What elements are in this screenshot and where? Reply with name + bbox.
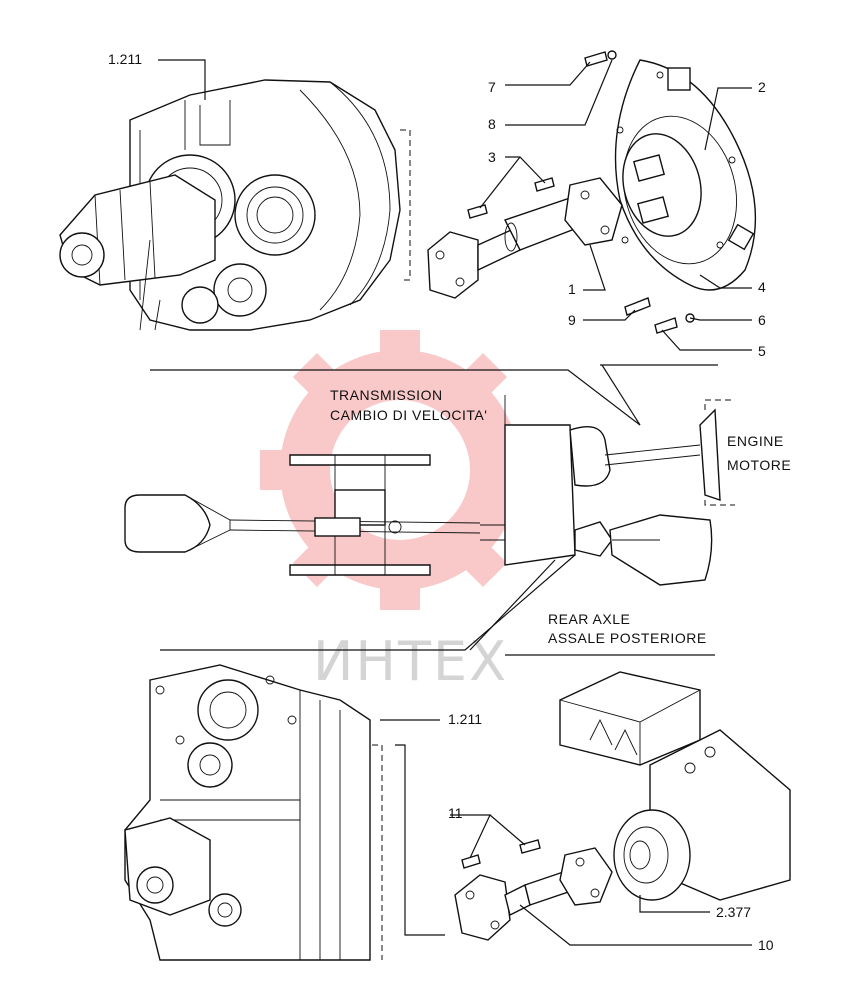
callout-11: 11 bbox=[448, 805, 463, 821]
callout-line-1211-top bbox=[158, 59, 206, 100]
callout-1: 1 bbox=[568, 281, 576, 297]
callout-2: 2 bbox=[758, 79, 766, 95]
callout-8: 8 bbox=[488, 116, 496, 132]
caption-engine-en: ENGINE bbox=[727, 433, 784, 449]
callout-7: 7 bbox=[488, 79, 496, 95]
callout-10: 10 bbox=[758, 937, 774, 953]
callout-1211-bottom: 1.211 bbox=[448, 711, 482, 727]
callout-1211-top: 1.211 bbox=[108, 51, 142, 67]
callout-lines-bottom bbox=[395, 744, 752, 946]
callout-4: 4 bbox=[758, 279, 766, 295]
bolt-bottom-right bbox=[519, 839, 541, 854]
propshaft-front bbox=[427, 177, 623, 299]
caption-rear-axle-en: REAR AXLE bbox=[548, 611, 630, 627]
caption-rear-axle-it: ASSALE POSTERIORE bbox=[548, 630, 707, 646]
rear-axle-housing bbox=[559, 671, 791, 901]
bolt-set-top bbox=[467, 50, 695, 334]
caption-engine-it: MOTORE bbox=[727, 457, 791, 473]
transmission-housing-top bbox=[59, 79, 411, 331]
bolt-bottom-left bbox=[461, 854, 481, 869]
drive-plate bbox=[614, 59, 757, 291]
callout-2377: 2.377 bbox=[716, 904, 751, 920]
layout-schematic bbox=[124, 364, 735, 656]
caption-transmission-en: TRANSMISSION bbox=[330, 387, 443, 403]
caption-transmission-it: CAMBIO DI VELOCITA' bbox=[330, 407, 487, 423]
callout-lines-top bbox=[479, 59, 752, 351]
callout-9: 9 bbox=[568, 312, 576, 328]
callout-5: 5 bbox=[758, 343, 766, 359]
callout-6: 6 bbox=[758, 312, 766, 328]
propshaft-rear bbox=[454, 847, 613, 941]
watermark-text: ИНТЕХ bbox=[313, 630, 508, 693]
transmission-housing-bottom bbox=[124, 664, 383, 961]
callout-3: 3 bbox=[488, 149, 496, 165]
